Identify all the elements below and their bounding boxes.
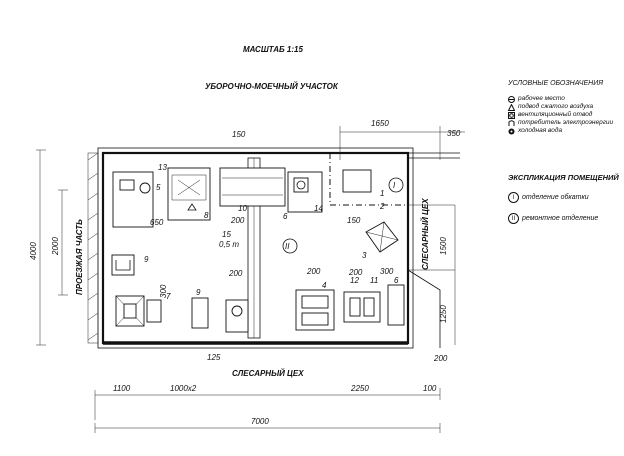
ventilation-outlet-icon [508,111,515,119]
svg-text:350: 350 [447,129,461,138]
svg-text:200: 200 [228,269,243,278]
equipment-1 [342,169,372,193]
svg-text:300: 300 [159,284,168,298]
rail-label: 15 [222,230,231,239]
svg-text:1: 1 [380,189,384,198]
legend-heading: УСЛОВНЫЕ ОБОЗНАЧЕНИЯ [508,80,603,87]
svg-text:300: 300 [380,267,394,276]
dimension-lines [36,126,465,433]
svg-text:14: 14 [314,204,323,213]
rail-capacity: 0,5 т [219,240,239,249]
svg-text:6: 6 [283,212,288,221]
legend-item: вентиляционный отвод [508,111,620,119]
svg-text:150: 150 [232,130,246,139]
svg-text:200: 200 [306,267,321,276]
svg-text:II: II [285,242,290,251]
svg-text:1250: 1250 [439,305,448,323]
svg-text:200: 200 [230,216,245,225]
svg-text:1000х2: 1000х2 [170,384,197,393]
equipment-9 [111,254,135,276]
explication-heading: ЭКСПЛИКАЦИЯ ПОМЕЩЕНИЙ [508,173,619,182]
legend-item: холодная вода [508,127,620,135]
equipment-group [111,167,405,333]
svg-text:7000: 7000 [251,417,269,426]
right-zone-label: СЛЕСАРНЫЙ ЦЕХ [421,198,430,270]
room-mark-II: II [282,238,298,254]
overhead-rail [219,157,286,339]
svg-text:2000: 2000 [51,237,60,256]
room-mark-I: I [388,177,404,193]
svg-text:1100: 1100 [113,384,131,393]
explication-item: II ремонтное отделение [508,213,620,224]
svg-text:200: 200 [348,268,363,277]
svg-text:2: 2 [379,202,385,211]
scale-title: МАСШТАБ 1:15 [243,45,303,54]
svg-text:200: 200 [433,354,448,363]
legend-item: рабочее место [508,95,620,103]
area-title: УБОРОЧНО-МОЕЧНЫЙ УЧАСТОК [205,82,339,91]
power-consumer-icon [508,119,515,127]
equipment-numbers: 5 8 13 10 6 14 1 2 3 9 7 9 4 12 11 6 [144,163,399,301]
svg-text:4000: 4000 [29,242,38,260]
svg-text:I: I [393,181,396,190]
room-mark-icon: I [508,192,519,203]
equipment-9b [191,297,209,329]
room-walls [97,147,460,349]
explication-item: I отделение обкатки [508,192,620,203]
svg-text:4: 4 [322,281,327,290]
legend-item: потребитель электроэнергии [508,119,620,127]
svg-text:12: 12 [350,276,359,285]
equipment-13 [167,167,211,221]
column-left [87,152,99,344]
dimension-texts: 150 1650 350 650 200 150 200 200 200 300… [29,119,461,426]
svg-text:650: 650 [150,218,164,227]
left-zone-label: ПРОЕЗЖАЯ ЧАСТЬ [75,219,84,295]
svg-text:150: 150 [347,216,361,225]
svg-text:125: 125 [207,353,221,362]
svg-text:2250: 2250 [350,384,369,393]
workplace-icon [508,95,515,103]
svg-text:7: 7 [166,292,171,301]
svg-text:5: 5 [156,183,161,192]
equipment-6 [387,284,405,326]
legend-item: подвод сжатого воздуха [507,102,620,111]
room-mark-icon: II [508,213,519,224]
svg-text:6: 6 [394,276,399,285]
svg-text:100: 100 [423,384,437,393]
legend: УСЛОВНЫЕ ОБОЗНАЧЕНИЯ рабочее место подво… [507,80,620,224]
equipment-12 [343,291,381,323]
svg-text:3: 3 [362,251,367,260]
bottom-zone-label: СЛЕСАРНЫЙ ЦЕХ [232,369,304,378]
compressed-air-icon [507,102,516,111]
cold-water-icon [508,128,515,135]
svg-text:9: 9 [144,255,149,264]
svg-text:1650: 1650 [371,119,389,128]
svg-text:8: 8 [204,211,209,220]
svg-text:10: 10 [238,204,247,213]
svg-text:1500: 1500 [439,237,448,255]
svg-text:9: 9 [196,288,201,297]
svg-text:11: 11 [370,276,378,285]
svg-text:13: 13 [158,163,167,172]
